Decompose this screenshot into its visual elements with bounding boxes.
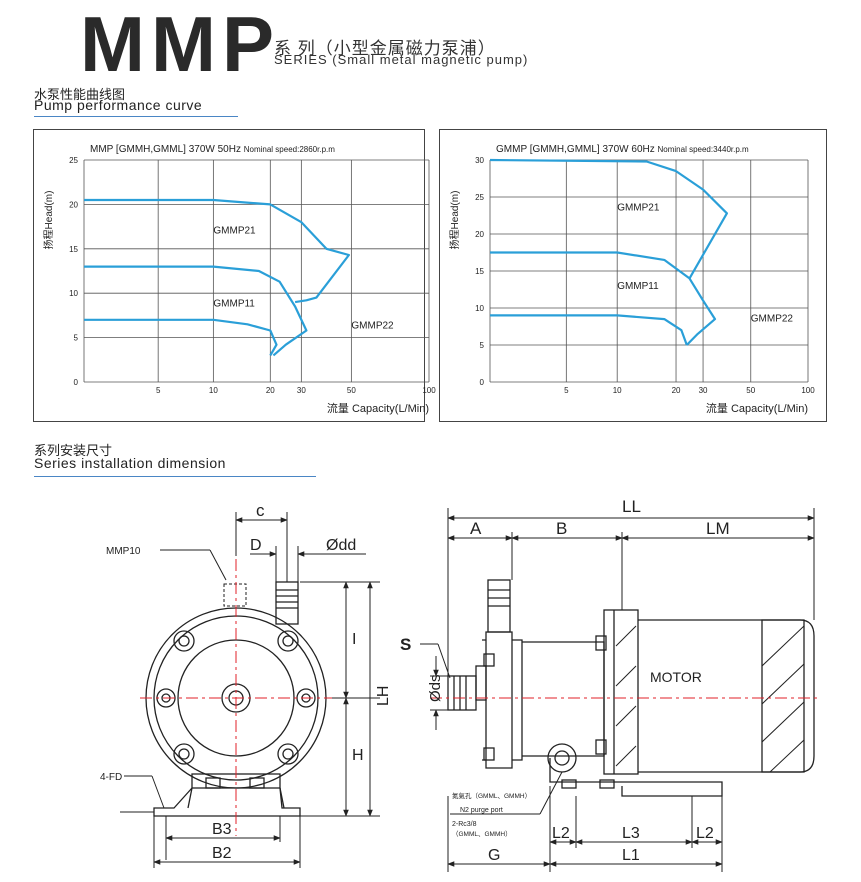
dim-B2: B2 <box>212 845 232 862</box>
chart-y-tick-label: 5 <box>480 341 485 350</box>
dim-L1: L1 <box>622 847 640 864</box>
chart-x-tick-label: 100 <box>801 386 815 395</box>
n2-port-en: N2 purge port <box>460 807 503 814</box>
brand-logo-text: MMP <box>80 0 280 88</box>
chart-x-tick-label: 20 <box>266 386 275 395</box>
chart-series-label: GMMP21 <box>617 202 660 213</box>
dim-I: I <box>352 631 356 648</box>
section-performance-title-cn: 水泵性能曲线图 <box>34 87 126 102</box>
chart-50hz-frame: 0 5 10 15 20 25 5 10 20 30 50 100 MMP [GMMH,GMML] 37… <box>33 129 436 422</box>
chart-y-tick-label: 20 <box>475 230 484 239</box>
dim-LL: LL <box>622 497 641 516</box>
chart-y-tick-label: 5 <box>74 334 79 343</box>
chart-x-tick-label: 10 <box>613 386 622 395</box>
chart-series-label: GMMP11 <box>617 281 659 292</box>
series-title-cn: 系 列（小型金属磁力泵浦） <box>274 39 496 58</box>
series-title-en: SERIES (Small metal magnetic pump) <box>274 52 529 67</box>
chart-y-tick-label: 25 <box>69 156 78 165</box>
chart-series-label: GMMP22 <box>751 313 794 324</box>
dim-L3: L3 <box>622 825 640 842</box>
front-model-label: MMP10 <box>106 546 141 557</box>
n2-port-thread: 2-Rc3/8 <box>452 821 477 828</box>
dim-S: S <box>400 635 411 654</box>
section-dimension-underline <box>34 476 316 477</box>
front-view-drawing: MMP10 c D Ødd I LH H 4-FD B3 B2 <box>100 501 392 868</box>
dim-D: D <box>250 537 262 554</box>
chart-y-tick-label: 10 <box>475 304 484 313</box>
chart-y-tick-label: 30 <box>475 156 484 165</box>
dim-LH: LH <box>375 686 392 706</box>
chart-x-tick-label: 20 <box>672 386 681 395</box>
front-fd-label: 4-FD <box>100 772 122 783</box>
chart-grid <box>83 159 430 383</box>
dim-dd: Ødd <box>326 537 356 554</box>
dim-B: B <box>556 519 567 538</box>
chart-series-gmmp11 <box>490 251 717 346</box>
chart-60hz-frame: 0 5 10 15 20 25 30 5 10 20 30 50 100 GMMP [GMMH,GMML]… <box>439 129 827 422</box>
chart-x-tick-label: 30 <box>699 386 708 395</box>
chart-series-label: GMMP21 <box>213 226 256 237</box>
chart-x-tick-label: 50 <box>347 386 356 395</box>
dim-B3: B3 <box>212 821 232 838</box>
chart-title: MMP [GMMH,GMML] 370W 50Hz Nominal speed:… <box>90 144 335 155</box>
chart-subtitle: Nominal speed:3440r.p.m <box>658 145 750 154</box>
section-performance-underline <box>34 116 238 117</box>
chart-y-tick-label: 20 <box>69 200 78 209</box>
chart-series-label: GMMP11 <box>213 299 255 310</box>
dim-L2-left: L2 <box>552 825 570 842</box>
section-dimension-title-cn: 系列安装尺寸 <box>34 443 113 458</box>
chart-y-axis-label: 扬程Head(m) <box>448 191 461 250</box>
dim-LM: LM <box>706 519 730 538</box>
chart-y-tick-label: 10 <box>69 289 78 298</box>
chart-x-tick-label: 100 <box>422 386 436 395</box>
chart-x-tick-label: 30 <box>297 386 306 395</box>
chart-x-tick-label: 50 <box>746 386 755 395</box>
chart-grid <box>489 159 809 383</box>
chart-x-axis-label: 流量 Capacity(L/Min) <box>327 401 429 415</box>
n2-port-cn: 氮氣孔（GMML、GMMH） <box>452 791 531 800</box>
motor-label: MOTOR <box>650 669 702 685</box>
side-view-drawing: LL A B LM S Øds MOTOR 氮氣孔（GMML、GMMH） N2 … <box>400 497 820 872</box>
chart-y-tick-label: 15 <box>475 267 484 276</box>
chart-series-label: GMMP22 <box>351 321 394 332</box>
section-dimension-title-en: Series installation dimension <box>34 455 226 471</box>
chart-series-gmmp21 <box>489 158 728 279</box>
chart-title: GMMP [GMMH,GMML] 370W 60Hz Nominal speed… <box>496 144 749 155</box>
chart-y-tick-label: 0 <box>74 378 79 387</box>
dim-L2-right: L2 <box>696 825 714 842</box>
chart-y-tick-label: 0 <box>480 378 485 387</box>
chart-series-gmmp22 <box>490 314 688 346</box>
chart-60hz: 0 5 10 15 20 25 30 5 10 20 30 50 100 GMMP [GMMH,GMML]… <box>448 144 815 415</box>
chart-y-tick-label: 15 <box>69 245 78 254</box>
chart-series-gmmp11 <box>84 265 308 357</box>
chart-series-gmmp21 <box>84 198 350 304</box>
chart-50hz: 0 5 10 15 20 25 5 10 20 30 50 100 MMP [GMMH,GMML] 37… <box>42 144 436 415</box>
dim-c: c <box>256 501 265 520</box>
dim-H: H <box>352 747 364 764</box>
chart-x-axis-label: 流量 Capacity(L/Min) <box>706 401 808 415</box>
chart-y-axis-label: 扬程Head(m) <box>42 191 55 250</box>
chart-subtitle: Nominal speed:2860r.p.m <box>244 145 336 154</box>
dim-A: A <box>470 519 482 538</box>
chart-series-gmmp22 <box>84 318 278 356</box>
dim-G: G <box>488 847 500 864</box>
chart-x-tick-label: 5 <box>156 386 161 395</box>
dim-ds: Øds <box>427 674 444 702</box>
chart-x-tick-label: 5 <box>564 386 569 395</box>
section-performance-title-en: Pump performance curve <box>34 97 203 113</box>
chart-x-tick-label: 10 <box>209 386 218 395</box>
n2-port-models: （GMML、GMMH） <box>452 830 512 838</box>
chart-y-tick-label: 25 <box>475 193 484 202</box>
